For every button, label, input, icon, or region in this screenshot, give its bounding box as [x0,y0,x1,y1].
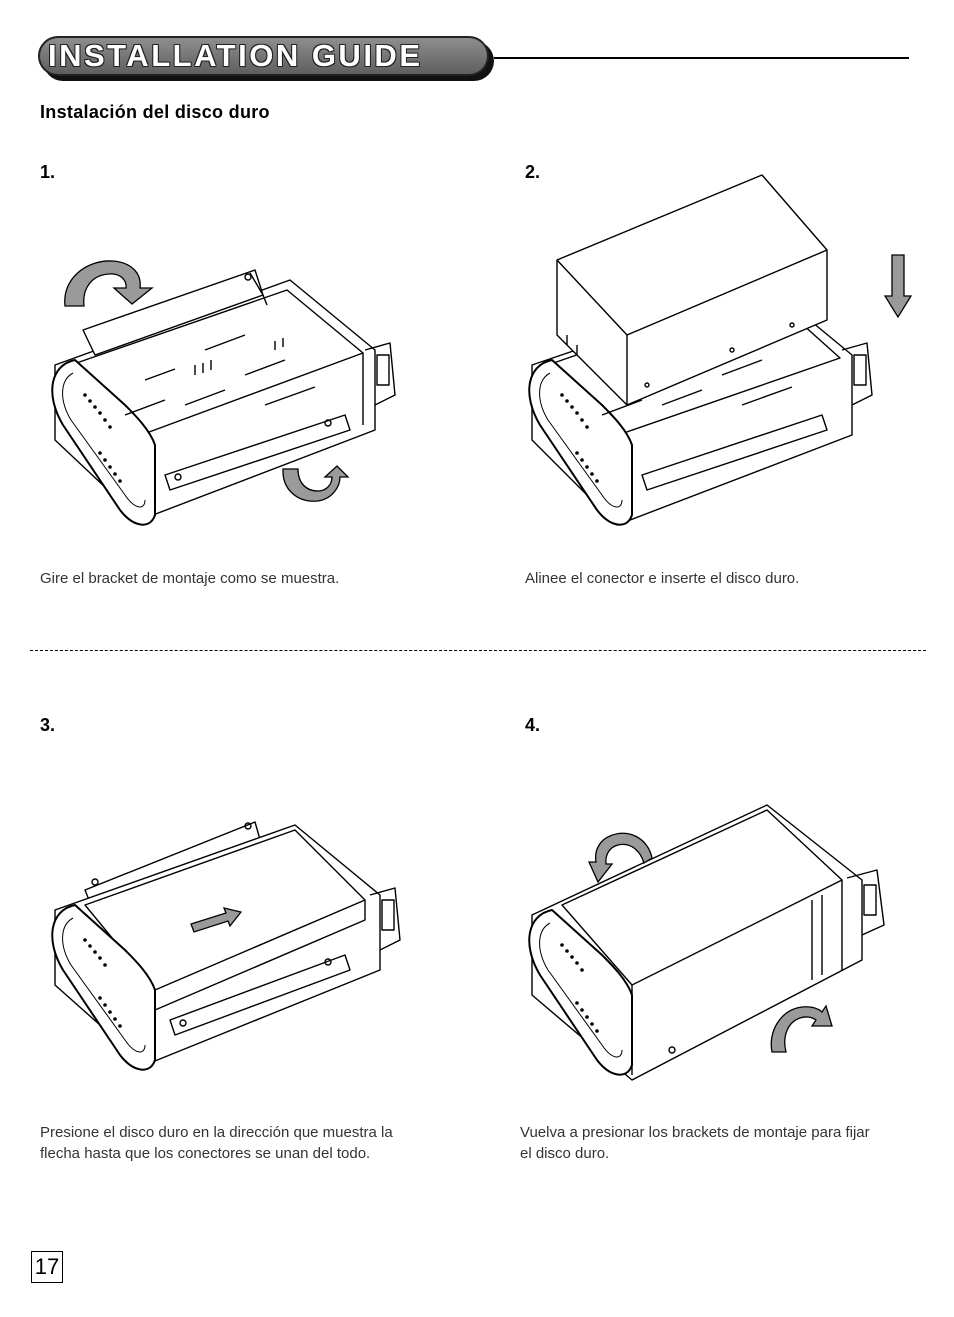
step-1-figure [45,255,410,530]
step-4-caption-line-2: el disco duro. [520,1145,610,1162]
step-4-number: 4. [525,715,541,735]
section-subtitle: Instalación del disco duro [40,102,270,122]
step-3-caption-line-2: flecha hasta que los conectores se unan … [40,1145,371,1162]
step-1-number: 1. [40,162,56,182]
rotate-arrow-icon [588,832,653,884]
header-rule [494,57,909,59]
step-4-caption: Vuelva a presionar los brackets de monta… [520,1122,870,1164]
step-3-caption-line-1: Presione el disco duro en la dirección q… [40,1124,393,1141]
step-4-figure [522,800,897,1090]
step-3-number: 3. [40,715,56,735]
banner-title: INSTALLATION GUIDE [48,38,423,73]
step-3-caption: Presione el disco duro en la dirección q… [40,1122,393,1164]
down-arrow-icon [884,254,912,318]
rotate-arrow-icon [64,260,154,307]
step-2-number: 2. [525,162,541,182]
rotate-arrow-icon [282,465,350,502]
page-number: 17 [31,1251,63,1283]
banner-pill [38,36,489,76]
step-4-caption-line-1: Vuelva a presionar los brackets de monta… [520,1124,870,1141]
section-divider [30,650,926,651]
step-2-figure [522,170,892,530]
step-1-caption: Gire el bracket de montaje como se muest… [40,570,340,587]
step-3-figure [45,810,415,1075]
rotate-arrow-icon [770,1004,833,1053]
right-arrow-icon [190,907,242,933]
step-2-caption: Alinee el conector e inserte el disco du… [525,570,800,587]
header-banner: INSTALLATION GUIDE [38,36,494,82]
